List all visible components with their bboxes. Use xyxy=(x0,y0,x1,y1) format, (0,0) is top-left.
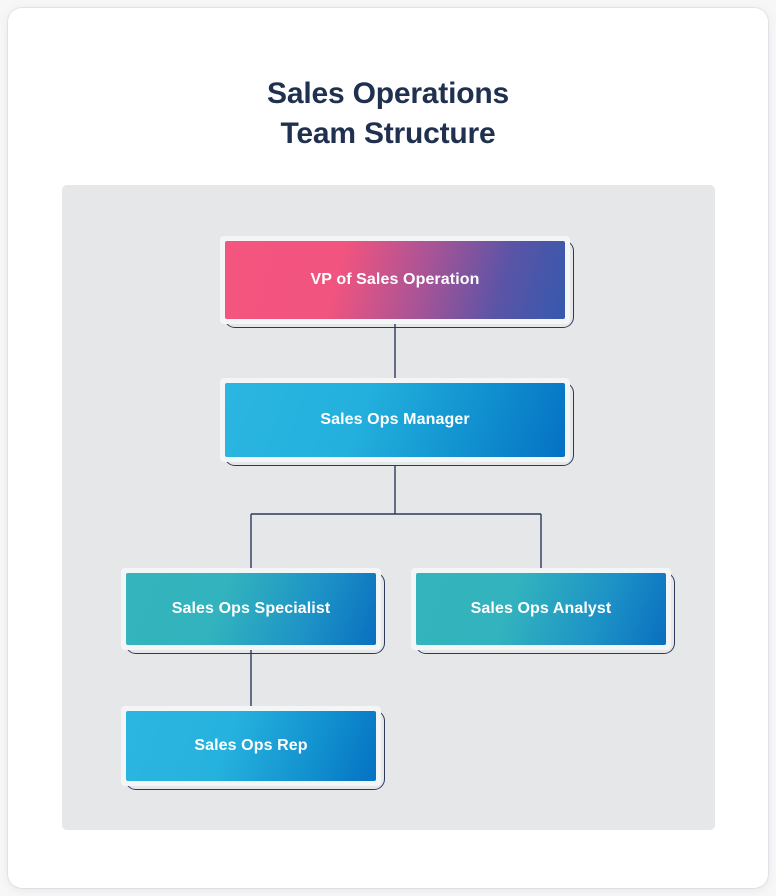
node-plate: Sales Ops Specialist xyxy=(121,568,381,650)
node-vp-of-sales-operation[interactable]: VP of Sales Operation xyxy=(220,236,574,328)
node-sales-ops-manager[interactable]: Sales Ops Manager xyxy=(220,378,574,466)
node-sales-ops-analyst[interactable]: Sales Ops Analyst xyxy=(411,568,675,654)
node-label: Sales Ops Analyst xyxy=(470,600,612,617)
node-plate: Sales Ops Rep xyxy=(121,706,381,786)
node-plate: Sales Ops Manager xyxy=(220,378,570,462)
node-label: Sales Ops Specialist xyxy=(171,600,331,617)
node-fill: Sales Ops Analyst xyxy=(416,573,666,645)
page-title-line-2: Team Structure xyxy=(280,117,496,150)
node-sales-ops-rep[interactable]: Sales Ops Rep xyxy=(121,706,385,790)
node-fill: Sales Ops Manager xyxy=(225,383,565,457)
connector-lines xyxy=(250,324,542,706)
node-fill: Sales Ops Rep xyxy=(126,711,376,781)
node-fill: Sales Ops Specialist xyxy=(126,573,376,645)
page-title-line-1: Sales Operations xyxy=(267,77,509,110)
node-plate: Sales Ops Analyst xyxy=(411,568,671,650)
org-chart-panel: VP of Sales Operation Sales Ops Manager … xyxy=(62,185,715,830)
node-sales-ops-specialist[interactable]: Sales Ops Specialist xyxy=(121,568,385,654)
node-label: VP of Sales Operation xyxy=(310,271,480,288)
node-label: Sales Ops Manager xyxy=(320,411,470,428)
page-card: Sales Operations Team Structure VP of Sa… xyxy=(8,8,768,888)
node-fill: VP of Sales Operation xyxy=(225,241,565,319)
node-plate: VP of Sales Operation xyxy=(220,236,570,324)
page-title: Sales Operations Team Structure xyxy=(8,74,768,154)
node-label: Sales Ops Rep xyxy=(194,737,308,754)
